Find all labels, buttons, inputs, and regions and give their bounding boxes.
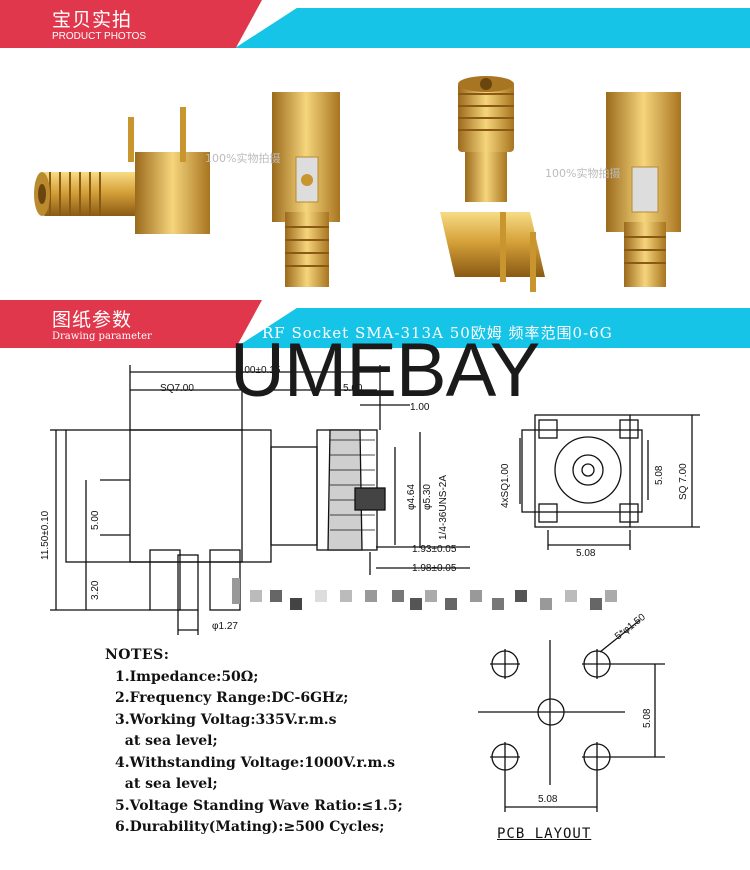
dim-1-93: 1.93±0.05 <box>412 544 457 555</box>
watermark-1: 100%实物拍摄 <box>205 151 280 165</box>
photos-title-en: PRODUCT PHOTOS <box>52 31 147 42</box>
product-photos: 100%实物拍摄 100%实物拍摄 <box>34 76 681 292</box>
dim-pcb-5-08-vert: 5.08 <box>642 708 653 728</box>
product-photos-banner: 宝贝实拍 PRODUCT PHOTOS <box>0 0 750 48</box>
notes-heading: NOTES: <box>105 647 170 663</box>
dim-3-20: 3.20 <box>90 580 101 600</box>
dim-5-08-bottom: 5.08 <box>576 548 596 559</box>
photo-connector-4 <box>606 92 681 287</box>
pixel-noise <box>232 578 617 610</box>
notes-block: NOTES: 1.Impedance:50Ω; 2.Frequency Rang… <box>105 645 403 839</box>
note-item: 4.Withstanding Voltage:1000V.r.m.s <box>115 754 396 771</box>
technical-drawing: 7.00±0.15 SQ7.00 5.00 1.00 11.50±0.10 5.… <box>40 365 700 812</box>
photos-title-cn: 宝贝实拍 <box>52 9 133 31</box>
drawing-banner: 图纸参数 Drawing parameter <box>0 300 750 348</box>
note-item: at sea level; <box>115 776 218 792</box>
note-item: 5.Voltage Standing Wave Ratio:≤1.5; <box>115 797 403 814</box>
drawing-title-cn: 图纸参数 <box>52 309 133 331</box>
dim-5-00: 5.00 <box>343 383 363 394</box>
dim-hole-dia: 5*φ1.50 <box>613 612 648 643</box>
banner-cyan-stripe <box>235 308 750 348</box>
watermark-2: 100%实物拍摄 <box>545 166 620 180</box>
dim-4-64: φ4.64 <box>406 484 417 510</box>
dim-thread: 1/4-36UNS-2A <box>438 475 449 540</box>
banner-cyan-stripe <box>235 8 750 48</box>
dim-1-00: 1.00 <box>410 402 430 413</box>
drawing-title-en: Drawing parameter <box>52 331 152 342</box>
banner-red-block <box>0 0 262 48</box>
dim-5-08-front: 5.08 <box>654 465 665 485</box>
note-item: at sea level; <box>115 733 218 749</box>
drawing-subtitle: RF Socket SMA-313A 50欧姆 频率范围0-6G <box>262 324 613 342</box>
photo-connector-1 <box>34 107 210 234</box>
pcb-layout-label: PCB LAYOUT <box>497 826 592 842</box>
brand-watermark: UMEBAY <box>230 328 540 413</box>
note-item: 3.Working Voltag:335V.r.m.s <box>115 711 337 728</box>
dim-5-00-vert: 5.00 <box>90 510 101 530</box>
photo-connector-3 <box>440 76 545 292</box>
banner-red-block <box>0 300 262 348</box>
photo-connector-2 <box>272 92 340 287</box>
dim-5-30: φ5.30 <box>422 484 433 510</box>
dim-sq7-00: SQ7.00 <box>160 383 194 394</box>
dim-1-98: 1.98±0.05 <box>412 563 457 574</box>
dim-pin-dia: φ1.27 <box>212 621 238 632</box>
note-item: 1.Impedance:50Ω; <box>115 668 259 685</box>
dim-4xsq1: 4xSQ1.00 <box>500 463 511 508</box>
dim-pcb-5-08-horiz: 5.08 <box>538 794 558 805</box>
dim-sq7-00-front: SQ 7.00 <box>678 463 689 500</box>
dim-11-50: 11.50±0.10 <box>40 510 51 560</box>
note-item: 2.Frequency Range:DC-6GHz; <box>115 690 349 706</box>
note-item: 6.Durability(Mating):≥500 Cycles; <box>115 819 385 835</box>
dim-7-00: 7.00±0.15 <box>236 365 281 376</box>
